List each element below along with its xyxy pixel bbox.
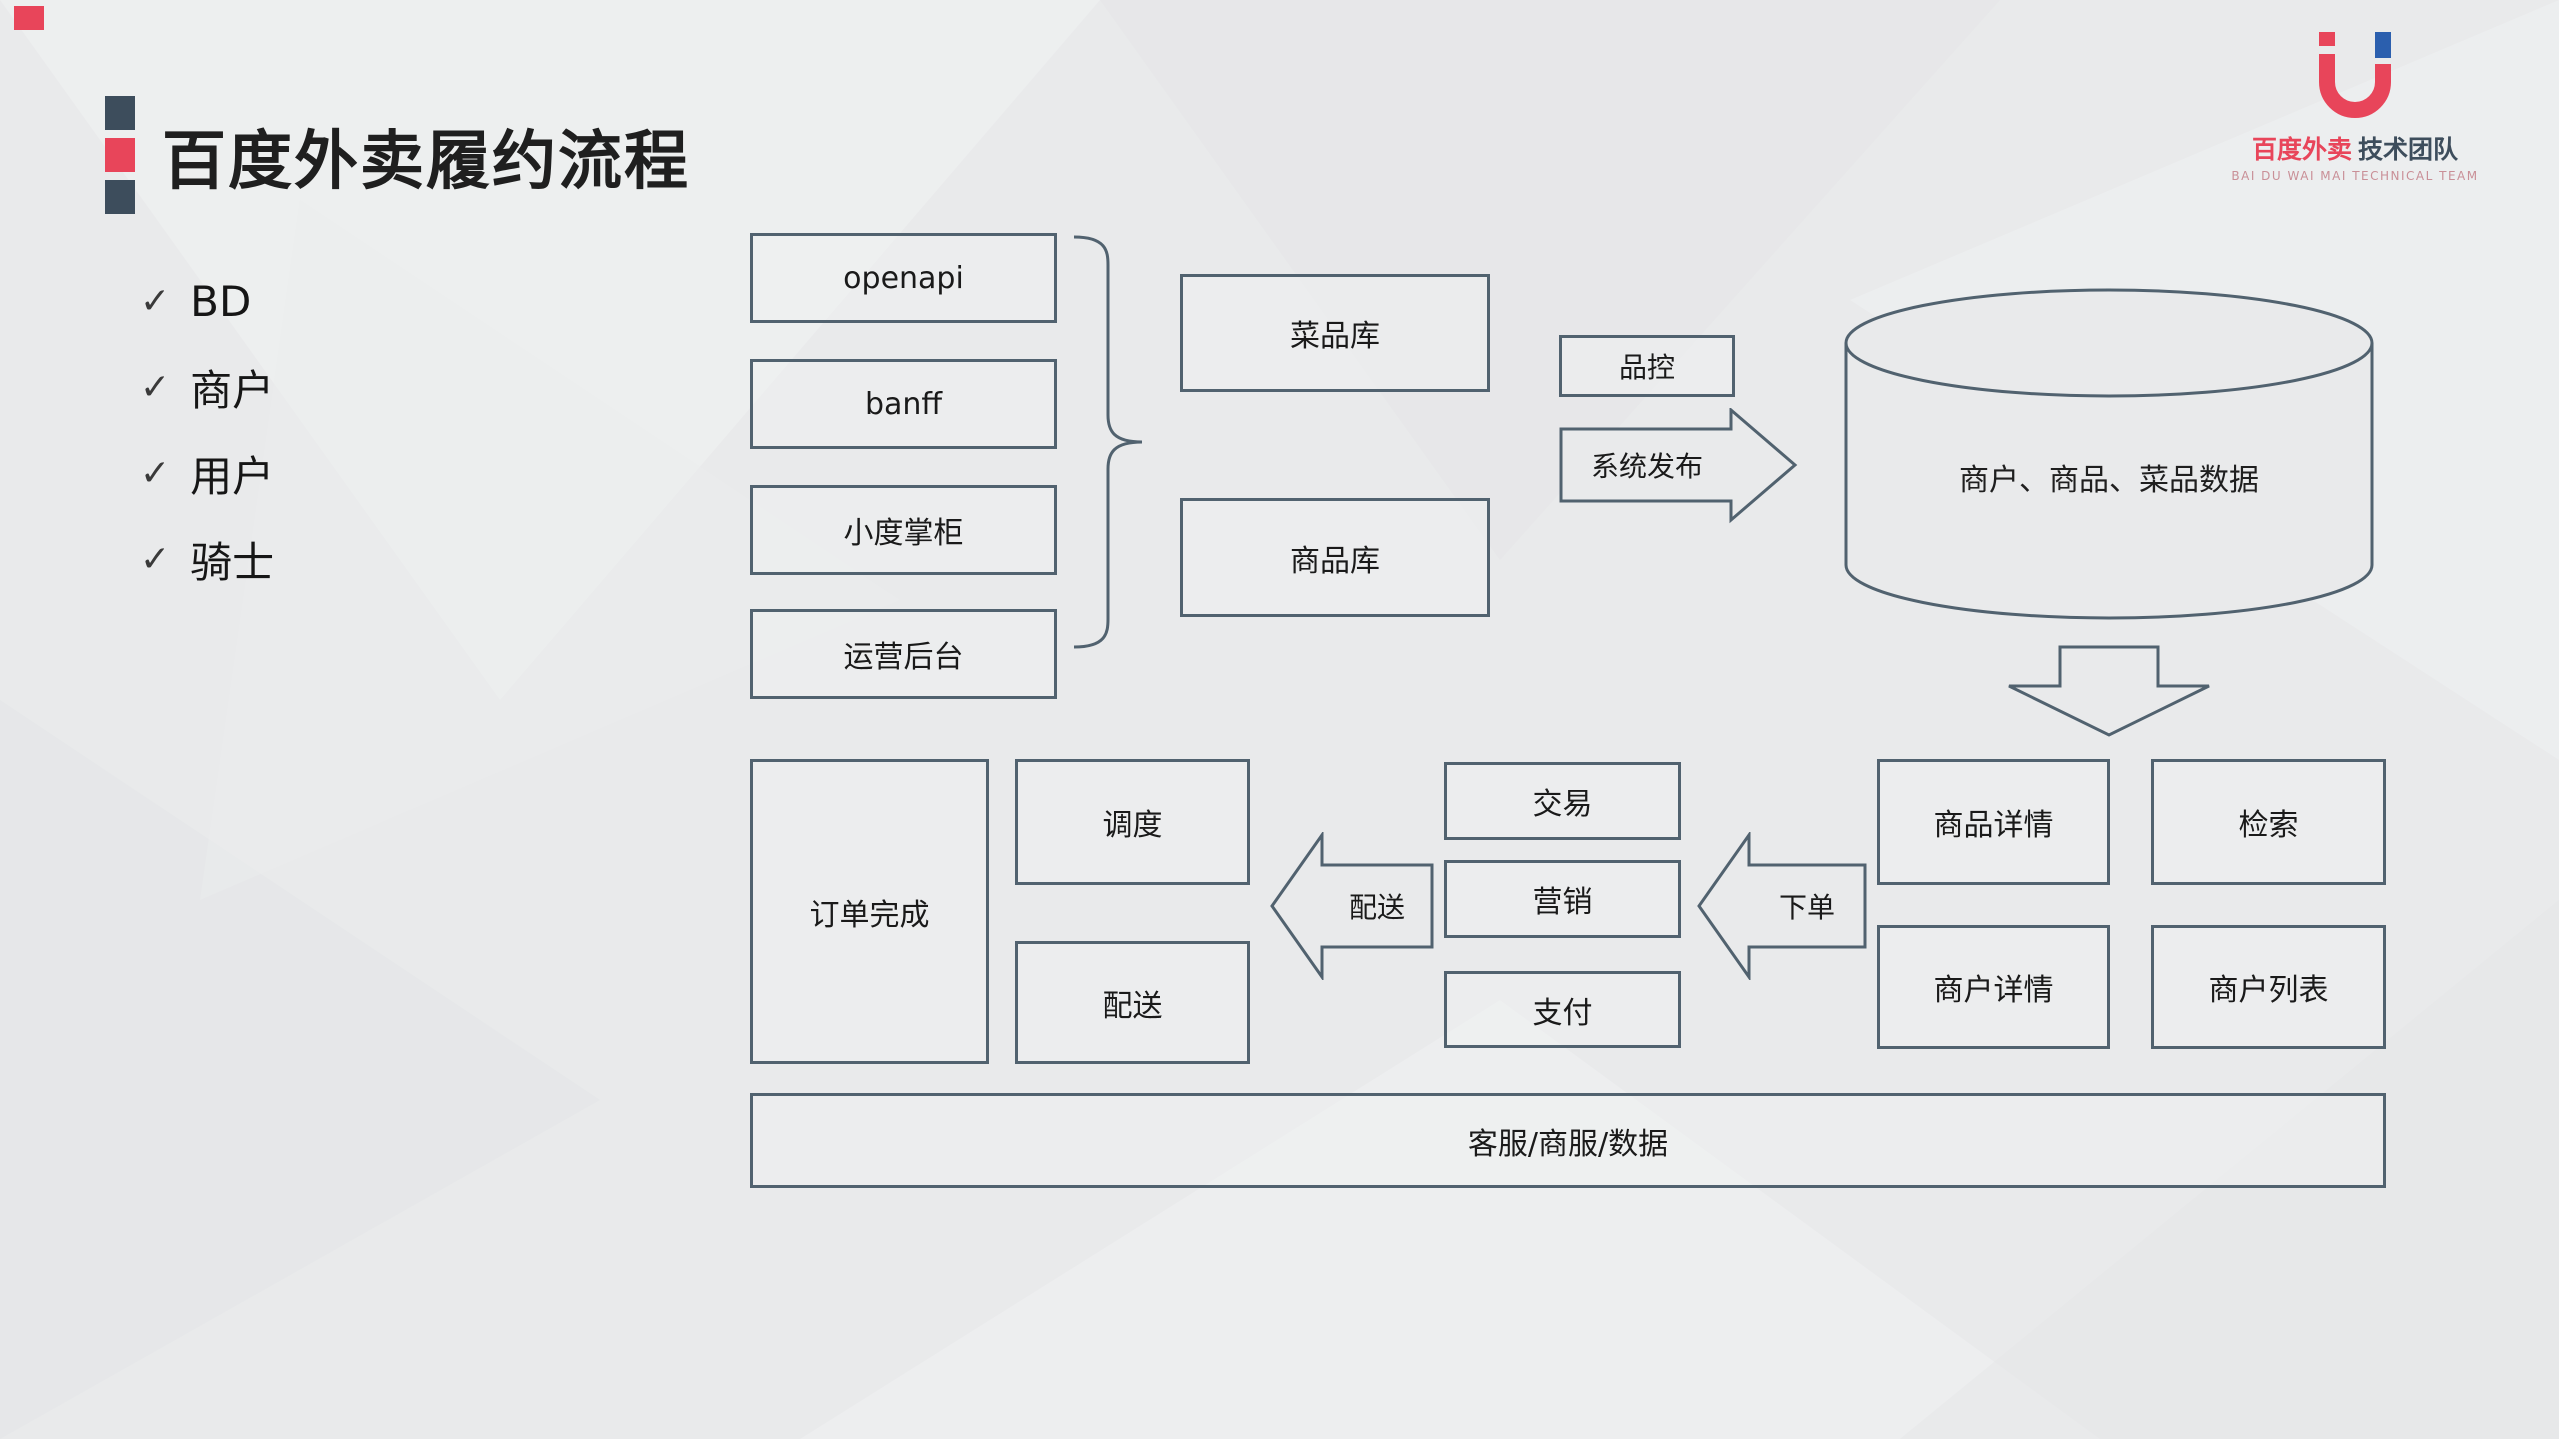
box-product-library: 商品库 xyxy=(1180,498,1490,617)
publish-arrow-icon xyxy=(1559,408,1798,524)
checklist-item-bd: ✓ BD xyxy=(140,276,252,326)
box-payment: 支付 xyxy=(1444,971,1681,1048)
delivery-arrow-icon xyxy=(1270,832,1434,980)
order-arrow-icon xyxy=(1697,832,1867,980)
publish-arrow-label: 系统发布 xyxy=(1590,450,1703,483)
corner-accent xyxy=(14,6,44,30)
box-banff: banff xyxy=(750,359,1057,449)
box-search: 检索 xyxy=(2151,759,2386,885)
database-cylinder-icon xyxy=(1844,288,2374,620)
group-brace-icon xyxy=(1073,235,1143,649)
logo-brand-text: 百度外卖 xyxy=(2251,135,2352,164)
logo-subtitle: BAI DU WAI MAI TECHNICAL TEAM xyxy=(2231,169,2479,183)
delivery-arrow-label: 配送 xyxy=(1348,891,1405,924)
box-merchant-list: 商户列表 xyxy=(2151,925,2386,1049)
check-icon: ✓ xyxy=(140,280,171,322)
checklist-item-user: ✓ 用户 xyxy=(140,451,275,501)
down-arrow-icon xyxy=(2008,645,2210,737)
brand-logo: 百度外卖技术团队 BAI DU WAI MAI TECHNICAL TEAM xyxy=(2230,30,2480,183)
box-delivery: 配送 xyxy=(1015,941,1250,1064)
box-trade: 交易 xyxy=(1444,762,1681,840)
checklist: ✓ BD ✓ 商户 ✓ 用户 ✓ 骑士 xyxy=(140,258,274,602)
box-dish-library: 菜品库 xyxy=(1180,274,1490,392)
order-arrow-label: 下单 xyxy=(1778,891,1835,924)
check-icon: ✓ xyxy=(140,366,171,408)
title-bullet-icon xyxy=(105,180,135,214)
box-quality-control: 品控 xyxy=(1559,335,1735,397)
baidu-waimai-logo-icon xyxy=(2319,32,2391,118)
box-marketing: 营销 xyxy=(1444,860,1681,938)
box-order-complete: 订单完成 xyxy=(750,759,989,1064)
title-bullet-icon xyxy=(105,138,135,172)
title-bullet-icon xyxy=(105,96,135,130)
box-merchant-detail: 商户详情 xyxy=(1877,925,2110,1049)
check-icon: ✓ xyxy=(140,452,171,494)
box-openapi: openapi xyxy=(750,233,1057,323)
database-label: 商户、商品、菜品数据 xyxy=(1959,463,2259,498)
box-xiaodu-zhanggui: 小度掌柜 xyxy=(750,485,1057,575)
box-dispatch: 调度 xyxy=(1015,759,1250,885)
page-title: 百度外卖履约流程 xyxy=(162,125,690,199)
box-operations-backend: 运营后台 xyxy=(750,609,1057,699)
logo-team-text: 技术团队 xyxy=(2358,135,2459,164)
checklist-item-merchant: ✓ 商户 xyxy=(140,365,275,415)
box-product-detail: 商品详情 xyxy=(1877,759,2110,885)
support-bar: 客服/商服/数据 xyxy=(750,1093,2386,1188)
check-icon: ✓ xyxy=(140,538,171,580)
checklist-item-rider: ✓ 骑士 xyxy=(140,537,275,587)
